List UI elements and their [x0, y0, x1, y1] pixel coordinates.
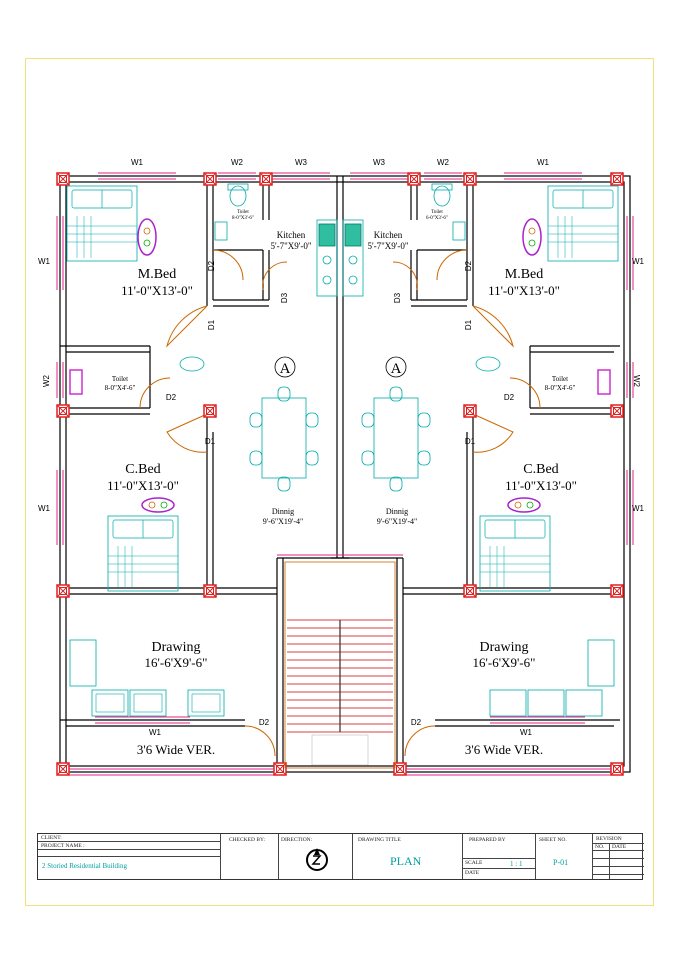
sheet-no-cell: SHEET NO. P-01: [536, 834, 593, 879]
label-w1-drawing-left: W1: [149, 728, 162, 737]
label-w2-left-mid: W2: [42, 374, 51, 387]
room-drawing-right-size: 16'-6'X9'-6": [473, 655, 536, 670]
room-cbed-left-size: 11'-0"X13'-0": [107, 478, 179, 493]
room-toilet-mid-left-name: Toilet: [112, 375, 128, 383]
prepared-by-cell: PREPARED BY SCALE 1 : 1 DATE: [463, 834, 536, 879]
label-d2-top-right: D2: [464, 260, 473, 271]
label-w1-left-lower: W1: [38, 504, 51, 513]
drawing-title-label: DRAWING TITLE: [358, 837, 401, 843]
label-w2-right-mid: W2: [632, 375, 641, 388]
room-toilet-top-right-name: Toilet: [431, 210, 443, 215]
room-mbed-right-size: 11'-0"X13'-0": [488, 283, 560, 298]
label-w1-drawing-right: W1: [520, 728, 533, 737]
checked-by-cell: CHECKED BY:: [221, 834, 279, 879]
room-drawing-right-name: Drawing: [480, 640, 529, 655]
label-d1-mbed-left: D1: [207, 319, 216, 330]
project-name-value: 2 Storied Residential Building: [42, 862, 127, 870]
room-cbed-left-name: C.Bed: [125, 462, 160, 477]
label-d3-right: D3: [393, 292, 402, 303]
label-d3-left: D3: [280, 292, 289, 303]
label-w3-top-right: W3: [373, 158, 386, 167]
unit-markers: [274, 356, 407, 378]
label-d2-toilet-left: D2: [166, 393, 177, 402]
staircase: [284, 561, 396, 769]
drawing-title-cell: DRAWING TITLE PLAN: [353, 834, 463, 879]
sheet-border: [25, 58, 654, 906]
direction-label: DIRECTION:: [281, 837, 313, 843]
doors: [139, 249, 541, 757]
label-w1-left-upper: W1: [38, 257, 51, 266]
unit-marker-right: A: [391, 361, 402, 377]
north-arrow-icon: [306, 848, 328, 871]
room-toilet-top-left-name: Toilet: [237, 210, 249, 215]
label-w1-right-upper: W1: [632, 257, 645, 266]
room-kitchen-left-name: Kitchen: [277, 230, 306, 240]
scale-value: 1 : 1: [510, 860, 523, 868]
direction-cell: DIRECTION:: [279, 834, 353, 879]
label-d2-top-left: D2: [207, 260, 216, 271]
revision-date-label: DATE: [612, 844, 627, 850]
furniture: [66, 183, 619, 717]
room-mbed-left-name: M.Bed: [138, 267, 177, 282]
room-kitchen-right-size: 5'-7"X9'-0": [367, 241, 408, 251]
room-mbed-right-name: M.Bed: [505, 267, 544, 282]
sheet-no-label: SHEET NO.: [539, 837, 567, 843]
room-toilet-mid-right-name: Toilet: [552, 375, 568, 383]
revision-no-label: NO.: [595, 844, 605, 850]
label-d2-ver-left: D2: [259, 718, 270, 727]
prepared-by-label: PREPARED BY: [469, 837, 506, 843]
dining-chairs: [249, 386, 431, 492]
room-dining-right-name: Dinnig: [386, 507, 408, 516]
room-toilet-mid-right-size: 8-0"X4'-6": [545, 384, 576, 392]
revision-cell: REVISION NO. DATE: [593, 834, 644, 879]
project-name-label: PROJECT NAME :: [41, 843, 85, 849]
room-cbed-right-size: 11'-0"X13'-0": [505, 478, 577, 493]
checked-by-label: CHECKED BY:: [229, 837, 266, 843]
unit-marker-left: A: [280, 361, 291, 377]
room-drawing-left-size: 16'-6'X9'-6": [145, 655, 208, 670]
room-dining-left-name: Dinnig: [272, 507, 294, 516]
label-d1-cbed-left: D1: [205, 437, 216, 446]
room-kitchen-left-size: 5'-7"X9'-0": [270, 241, 311, 251]
sheet-no-value: P-01: [553, 858, 569, 867]
room-toilet-top-left-size: 8-0"X3'-6": [232, 216, 254, 221]
room-verandah-left: 3'6 Wide VER.: [137, 742, 215, 757]
label-d2-toilet-right: D2: [504, 393, 515, 402]
room-cbed-right-name: C.Bed: [523, 462, 558, 477]
room-drawing-left-name: Drawing: [152, 640, 201, 655]
room-dining-left-size: 9'-6"X19'-4": [263, 517, 304, 526]
date-label: DATE: [465, 870, 480, 876]
room-verandah-right: 3'6 Wide VER.: [465, 742, 543, 757]
room-dining-right-size: 9'-6"X19'-4": [377, 517, 418, 526]
label-w2-top-left: W2: [231, 158, 244, 167]
drawing-title-value: PLAN: [390, 854, 422, 868]
room-toilet-mid-left-size: 8-0"X4'-6": [105, 384, 136, 392]
label-d2-ver-right: D2: [411, 718, 422, 727]
title-block: CLIENT: PROJECT NAME : 2 Storied Residen…: [37, 833, 644, 880]
revision-label: REVISION: [596, 836, 622, 842]
windows: [56, 172, 634, 776]
room-kitchen-right-name: Kitchen: [374, 230, 403, 240]
room-toilet-top-right-size: 6-0"X3'-6": [426, 216, 448, 221]
client-cell: CLIENT: PROJECT NAME : 2 Storied Residen…: [38, 834, 221, 879]
room-mbed-left-size: 11'-0"X13'-0": [121, 283, 193, 298]
label-w1-top-left: W1: [131, 158, 144, 167]
label-w1-right-lower: W1: [632, 504, 645, 513]
label-d1-mbed-right: D1: [464, 319, 473, 330]
label-d1-cbed-right: D1: [465, 437, 476, 446]
scale-label: SCALE: [465, 860, 483, 866]
label-w3-top-left: W3: [295, 158, 308, 167]
label-w1-top-right: W1: [537, 158, 550, 167]
client-label: CLIENT:: [41, 835, 62, 841]
label-w2-top-right: W2: [437, 158, 450, 167]
